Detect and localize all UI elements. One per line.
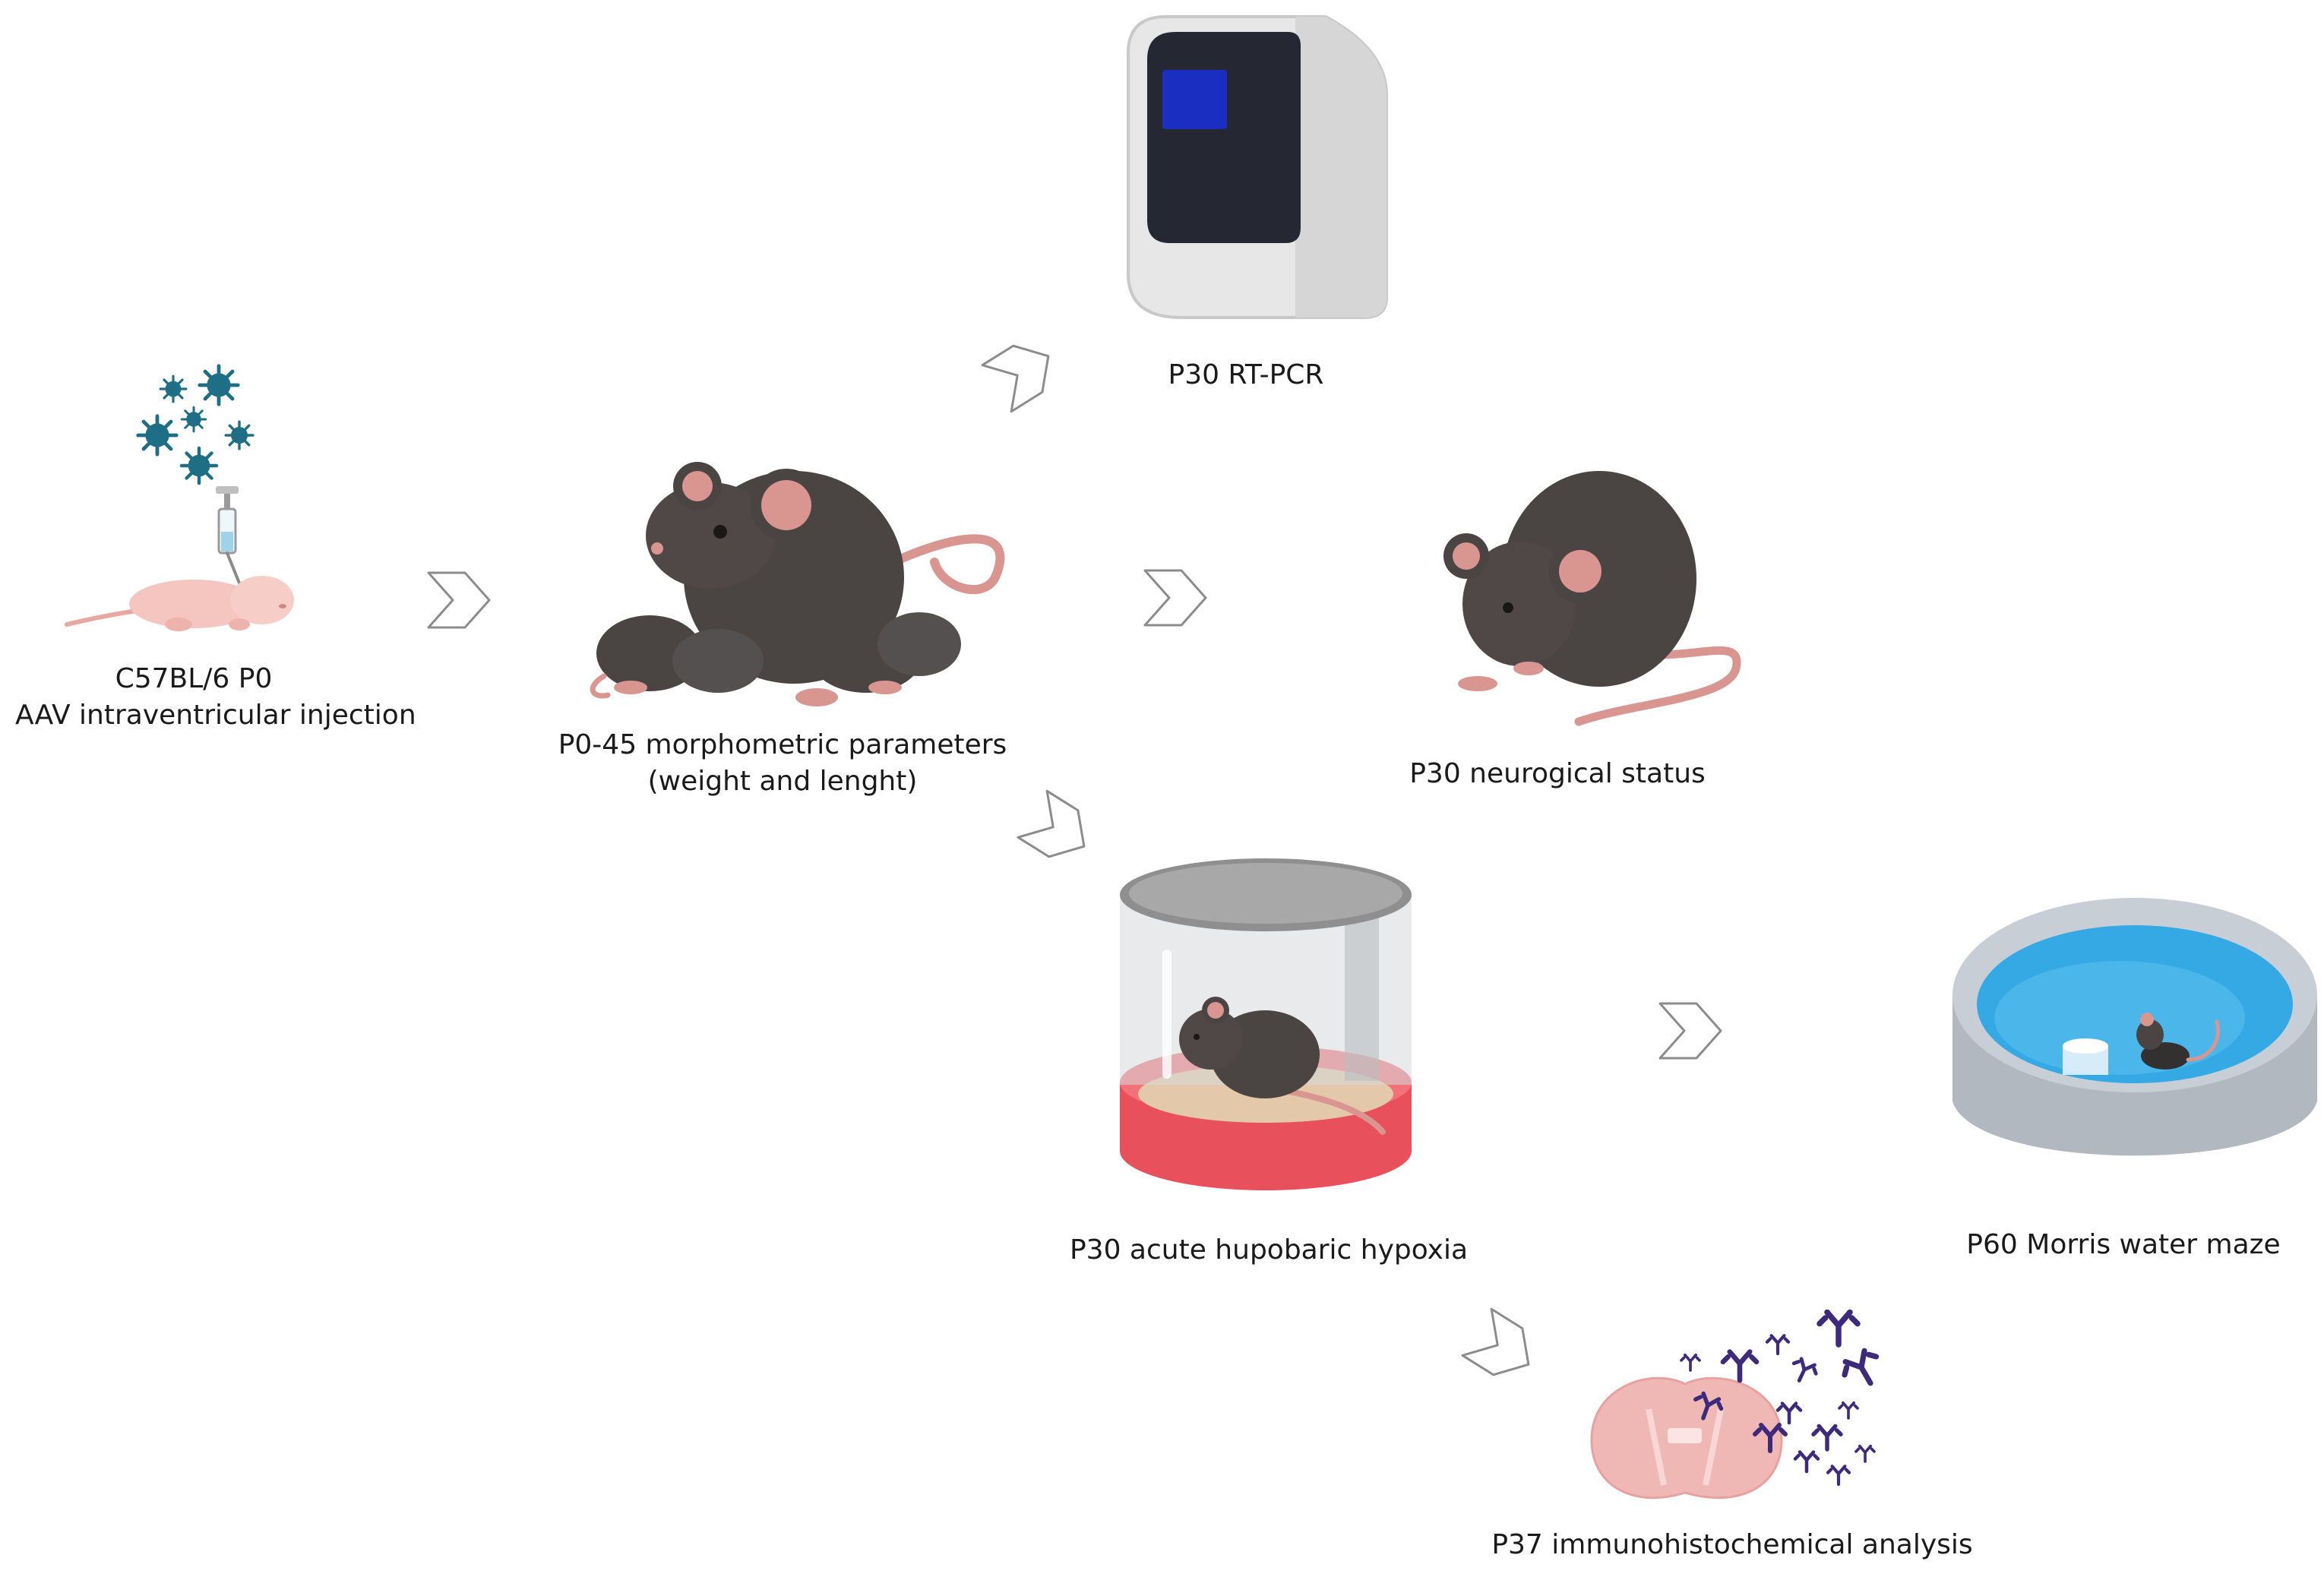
arrow-to-neurological-icon <box>1143 569 1207 627</box>
morphometric-label-line2: (weight and lenght) <box>647 766 918 797</box>
arrow-to-hypoxia-icon <box>1017 789 1100 871</box>
rt-pcr-machine-icon <box>1127 15 1388 319</box>
arrow-to-water-maze-icon <box>1658 1002 1722 1060</box>
hypoxia-label: P30 acute hupobaric hypoxia <box>1069 1234 1469 1266</box>
injection-label: C57BL/6 P0 AAV intraventricular injectio… <box>15 661 416 734</box>
arrow-injection-to-morphometric-icon <box>427 571 491 629</box>
morphometric-label: P0-45 morphometric parameters (weight an… <box>547 727 1018 800</box>
neurological-label: P30 neurogical status <box>1409 758 1706 789</box>
injection-label-line2: AAV intraventricular injection <box>15 700 416 731</box>
virus-particles-icon <box>138 366 255 483</box>
arrow-to-rtpcr-icon <box>981 331 1064 413</box>
water-maze-label: P60 Morris water maze <box>1966 1229 2281 1260</box>
arrow-to-ihc-icon <box>1461 1307 1545 1389</box>
brain-section-icon <box>1590 1376 1783 1500</box>
neurological-mouse-icon <box>1443 471 1741 726</box>
injection-label-line1: C57BL/6 P0 <box>115 663 273 694</box>
morphometric-label-line1: P0-45 morphometric parameters <box>558 729 1007 760</box>
ihc-label: P37 immunohistochemical analysis <box>1491 1529 1973 1560</box>
newborn-pup-icon <box>65 576 294 631</box>
rtpcr-label: P30 RT-PCR <box>1168 359 1324 390</box>
water-maze-icon <box>1952 898 2317 1156</box>
hypoxia-chamber-icon <box>1120 858 1412 1190</box>
mouse-with-pups-icon <box>590 462 1005 706</box>
syringe-icon <box>216 486 243 590</box>
